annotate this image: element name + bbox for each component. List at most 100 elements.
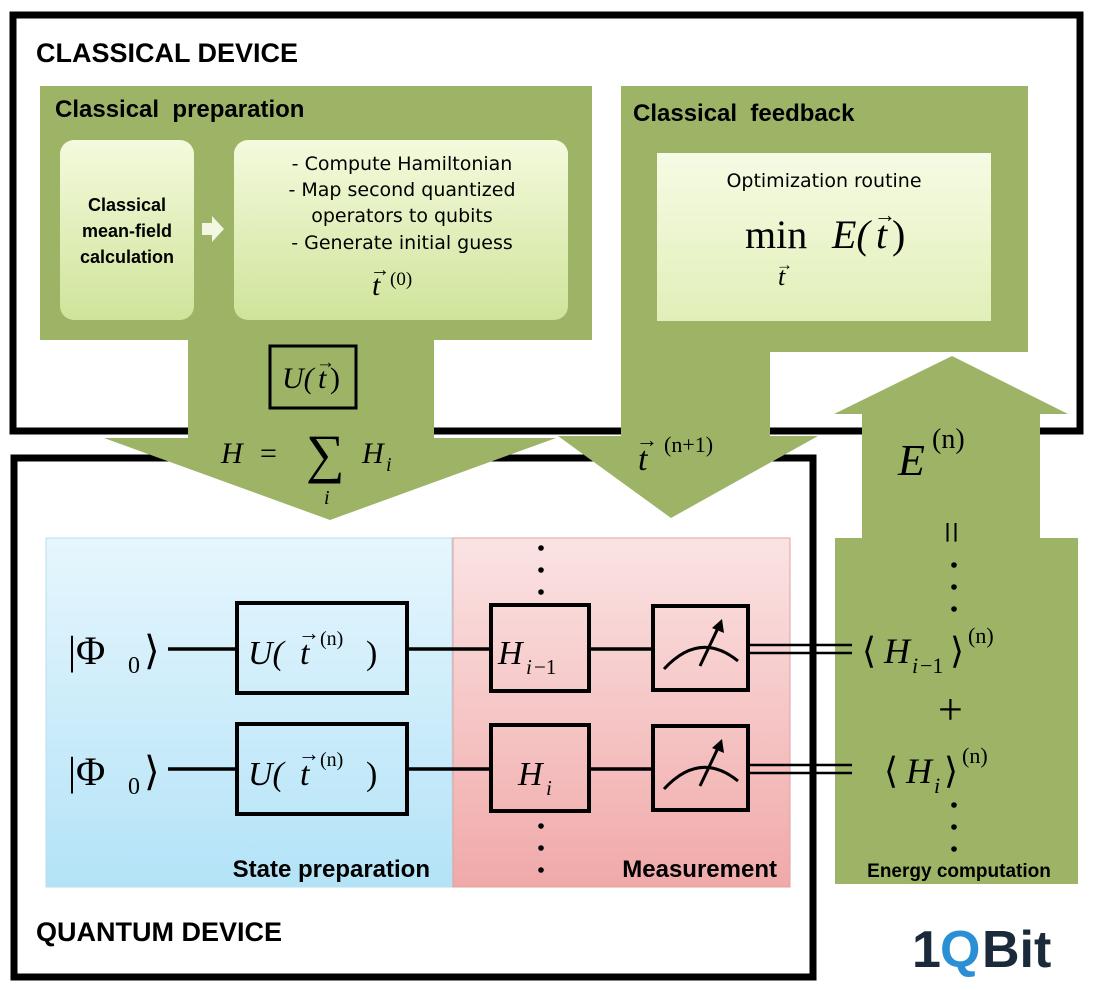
- svg-text:U(: U(: [248, 756, 287, 793]
- svg-text:−1: −1: [534, 655, 556, 679]
- svg-text:H: H: [517, 756, 545, 793]
- svg-text:|Φ: |Φ: [68, 749, 105, 794]
- svg-text:⟩: ⟩: [944, 751, 958, 791]
- svg-text:⟩: ⟩: [144, 749, 160, 794]
- measurement-gauge-1: [651, 604, 750, 692]
- svg-text:): ): [366, 756, 377, 793]
- svg-text:U(: U(: [248, 635, 287, 672]
- svg-text:t: t: [300, 635, 311, 672]
- gauge-icon-1: [662, 645, 739, 671]
- svg-text:H: H: [220, 437, 245, 470]
- initial-state-2: |Φ 0 ⟩: [68, 749, 160, 800]
- svg-text:→: →: [370, 259, 390, 281]
- hamiltonian-steps-box: [234, 140, 568, 320]
- state-preparation-label: State preparation: [233, 856, 430, 883]
- energy-ellipsis-top: [951, 562, 957, 612]
- mean-field-line-2: mean-field: [82, 221, 172, 241]
- mean-field-line-3: calculation: [80, 247, 174, 267]
- svg-text:t: t: [778, 262, 786, 291]
- svg-text:i: i: [526, 655, 532, 679]
- mean-field-box: [60, 140, 194, 320]
- equals-sign: =: [929, 521, 974, 544]
- svg-text:H: H: [905, 751, 934, 791]
- svg-text:⟩: ⟩: [950, 631, 964, 671]
- svg-text:→: →: [776, 255, 793, 274]
- company-logo: 1 Q Bit: [912, 921, 1051, 979]
- svg-text:→: →: [316, 352, 335, 373]
- measurement-ellipsis-bottom: [538, 823, 544, 873]
- svg-text:U(: U(: [282, 362, 316, 395]
- energy-up-arrow: [834, 356, 1078, 884]
- svg-text:): ): [892, 212, 905, 257]
- svg-text:|Φ: |Φ: [68, 628, 105, 673]
- step-line-2: - Map second quantized: [288, 179, 515, 201]
- svg-text:(n): (n): [320, 628, 343, 650]
- feedback-title: Classical feedback: [633, 100, 855, 127]
- optimization-box: [657, 153, 991, 321]
- min-operator: min: [745, 212, 807, 257]
- svg-text:t: t: [876, 212, 888, 257]
- svg-text:⟩: ⟩: [144, 628, 160, 673]
- svg-text:∑: ∑: [306, 424, 345, 484]
- step-line-3: operators to qubits: [311, 205, 493, 227]
- svg-text:t: t: [372, 269, 381, 302]
- expectation-value-1: ⟨ H i −1 ⟩ (n): [862, 623, 994, 678]
- svg-text:0: 0: [128, 653, 140, 679]
- measurement-section: [452, 537, 791, 888]
- svg-text:(n): (n): [968, 623, 994, 648]
- svg-text:t: t: [300, 756, 311, 793]
- svg-text:=: =: [260, 437, 277, 470]
- svg-text:⟨: ⟨: [884, 751, 898, 791]
- step-line-1: - Compute Hamiltonian: [292, 153, 513, 175]
- gauge-icon-2: [662, 765, 739, 791]
- svg-text:(0): (0): [390, 269, 412, 290]
- state-preparation-section: [45, 537, 453, 888]
- svg-text:0: 0: [128, 774, 140, 800]
- svg-text:t: t: [318, 362, 327, 395]
- svg-text:E: E: [897, 436, 925, 485]
- svg-text:i: i: [386, 454, 392, 476]
- svg-text:→: →: [298, 620, 320, 645]
- arrow-right-icon: [202, 216, 224, 242]
- svg-text:i: i: [324, 487, 330, 509]
- min-energy-formula: min t → E( t → ): [745, 202, 905, 291]
- svg-text:): ): [366, 635, 377, 672]
- measurement-ellipsis-top: [538, 545, 544, 595]
- svg-text:i: i: [934, 773, 940, 798]
- svg-text:⟨: ⟨: [862, 631, 876, 671]
- hamiltonian-sum-formula: H = ∑ i H i: [220, 424, 392, 509]
- svg-text:i: i: [546, 776, 552, 800]
- svg-text:(n): (n): [962, 743, 988, 768]
- energy-ellipsis-bottom: [951, 802, 957, 852]
- logo-part-2: Q: [940, 921, 980, 979]
- optimization-subtitle: Optimization routine: [726, 170, 921, 192]
- initial-state-1: |Φ 0 ⟩: [68, 628, 160, 679]
- svg-text:→: →: [636, 427, 658, 452]
- initial-guess-formula: t → (0): [370, 259, 412, 302]
- expectation-value-2: ⟨ H i ⟩ (n): [884, 743, 988, 798]
- svg-text:→: →: [298, 741, 320, 766]
- svg-text:→: →: [874, 202, 896, 227]
- step-line-4: - Generate initial guess: [291, 232, 513, 254]
- svg-text:H: H: [497, 635, 525, 672]
- svg-text:(n): (n): [320, 749, 343, 771]
- logo-part-3: Bit: [982, 921, 1051, 979]
- logo-part-1: 1: [912, 921, 941, 979]
- measurement-label: Measurement: [622, 856, 777, 883]
- mean-field-line-1: Classical: [88, 195, 166, 215]
- energy-computation-label: Energy computation: [867, 861, 1051, 882]
- classical-device-label: CLASSICAL DEVICE: [36, 38, 298, 68]
- preparation-title: Classical preparation: [55, 96, 304, 123]
- svg-text:−1: −1: [920, 653, 943, 678]
- measurement-gauge-2: [651, 724, 750, 812]
- unitary-formula: U( t → ): [282, 352, 340, 395]
- energy-formula: E (n): [897, 424, 965, 485]
- svg-text:H: H: [361, 437, 386, 470]
- svg-text:(n): (n): [932, 424, 965, 455]
- svg-text:i: i: [912, 653, 918, 678]
- svg-text:E(: E(: [831, 212, 872, 257]
- svg-text:t: t: [638, 441, 649, 478]
- unitary-box: [268, 344, 358, 410]
- svg-text:(n+1): (n+1): [664, 432, 713, 457]
